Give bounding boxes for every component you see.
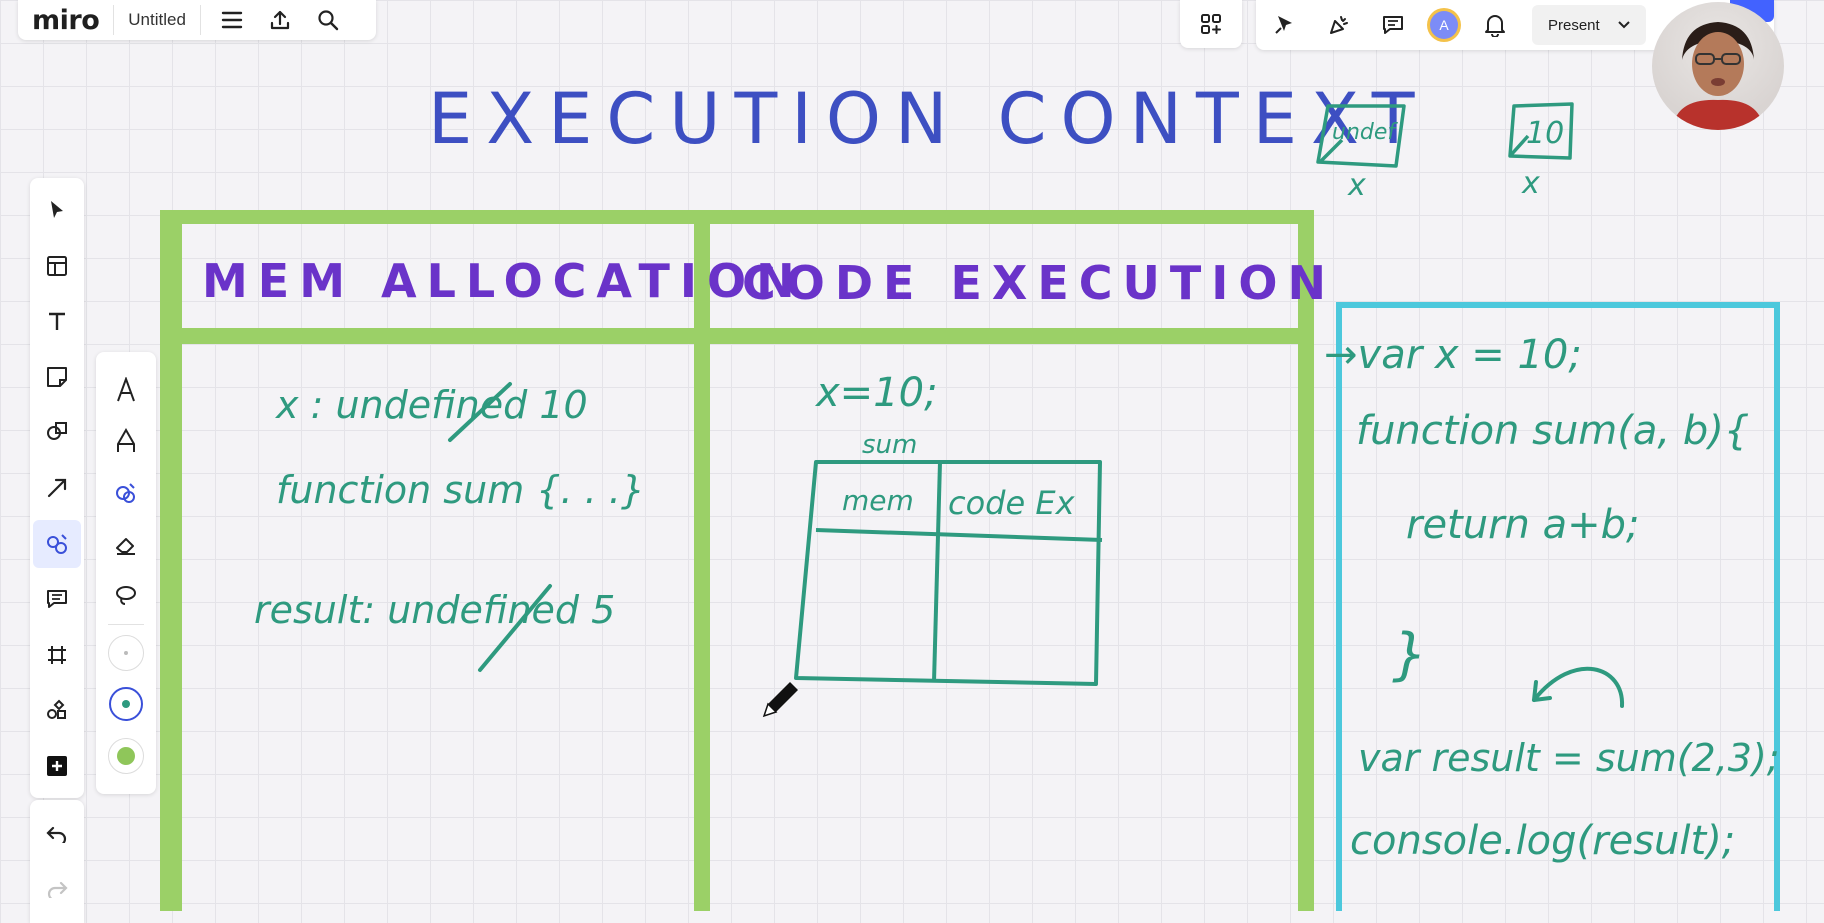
search-icon[interactable] <box>311 3 345 37</box>
undo-icon[interactable] <box>33 810 81 858</box>
webcam-video <box>1652 2 1784 130</box>
redo-icon[interactable] <box>33 865 81 913</box>
bell-icon[interactable] <box>1478 8 1512 42</box>
apps-icon[interactable] <box>33 686 81 734</box>
frame-icon[interactable] <box>33 631 81 679</box>
miro-logo[interactable]: miro <box>32 4 100 36</box>
frame-left-border <box>160 210 182 911</box>
variable-box-ten <box>1508 102 1574 160</box>
present-label: Present <box>1548 16 1600 34</box>
nested-table-mem-label: mem <box>842 484 914 517</box>
shapes-icon[interactable] <box>33 408 81 456</box>
mem-allocation-header: MEM ALLOCATION <box>202 254 805 308</box>
code-panel-line-4: } <box>1392 622 1428 687</box>
history-toolbar <box>30 800 84 923</box>
mem-line-x: x : undefined 10 <box>276 383 588 427</box>
mem-line-function: function sum {. . .} <box>276 468 646 512</box>
board-title-handwriting: EXECUTION CONTEXT <box>428 78 1429 160</box>
pen-options-toolbar <box>96 352 156 794</box>
code-line-sum-label: sum <box>862 430 918 460</box>
execution-context-frame[interactable] <box>160 210 1314 911</box>
chevron-down-icon <box>1617 21 1630 29</box>
size-large-dot[interactable] <box>102 732 150 780</box>
variable-box-undefined-text: undef <box>1332 120 1396 145</box>
eraser-icon[interactable] <box>102 521 150 569</box>
code-panel-line-5: var result = sum(2,3); <box>1358 736 1780 780</box>
menu-icon[interactable] <box>215 3 249 37</box>
variable-box-label: x <box>1348 168 1366 203</box>
separator <box>108 624 144 626</box>
code-panel-line-1: →var x = 10; <box>1324 332 1582 378</box>
frame-top-border <box>160 210 1314 224</box>
apps-icon[interactable] <box>1194 7 1228 41</box>
plus-icon[interactable] <box>33 742 81 790</box>
sticky-note-icon[interactable] <box>33 353 81 401</box>
marker-icon[interactable] <box>102 417 150 465</box>
code-panel-line-3: return a+b; <box>1406 502 1640 548</box>
avatar[interactable]: A <box>1430 11 1458 39</box>
variable-box-ten-text: 10 <box>1526 116 1565 151</box>
frame-middle-divider <box>694 210 710 911</box>
select-icon[interactable] <box>33 186 81 234</box>
main-toolbar <box>30 178 84 798</box>
code-panel-line-2: function sum(a, b){ <box>1356 408 1750 454</box>
variable-box-undefined <box>1316 104 1406 168</box>
lasso-icon[interactable] <box>102 572 150 620</box>
apps-panel <box>1180 0 1242 48</box>
pen-icon[interactable] <box>102 366 150 414</box>
separator <box>113 5 115 35</box>
frame-right-border <box>1298 210 1314 911</box>
cursor-follow-icon[interactable] <box>1268 8 1302 42</box>
text-icon[interactable] <box>33 297 81 345</box>
reactions-icon[interactable] <box>1322 8 1356 42</box>
top-left-toolbar: miro Untitled <box>18 0 376 40</box>
highlighter-icon[interactable] <box>102 469 150 517</box>
frame-header-divider <box>160 328 1314 344</box>
present-button[interactable]: Present <box>1532 5 1646 45</box>
code-execution-header: CODE EXECUTION <box>742 256 1337 310</box>
code-panel-line-6: console.log(result); <box>1350 818 1736 864</box>
strike-through-mark <box>448 382 512 442</box>
pen-icon[interactable] <box>33 519 81 568</box>
comment-icon[interactable] <box>33 575 81 623</box>
code-panel[interactable] <box>1336 302 1780 911</box>
board-title[interactable]: Untitled <box>128 10 186 29</box>
nested-execution-context-table <box>794 460 1103 686</box>
connector-arrow-icon[interactable] <box>33 464 81 512</box>
mem-line-result: result: undefined 5 <box>254 588 616 632</box>
size-medium-dot[interactable] <box>102 680 150 728</box>
frame-template-icon[interactable] <box>33 242 81 290</box>
code-line-x-assignment: x=10; <box>816 370 938 416</box>
upload-icon[interactable] <box>263 3 297 37</box>
comment-icon[interactable] <box>1376 8 1410 42</box>
nested-table-code-label: code Ex <box>948 484 1075 522</box>
separator <box>199 5 201 35</box>
pen-cursor-icon <box>762 682 798 718</box>
size-small-dot[interactable] <box>102 629 150 677</box>
curved-arrow-mark <box>1532 666 1625 708</box>
variable-box-label: x <box>1522 166 1540 201</box>
strike-through-mark <box>478 584 552 672</box>
